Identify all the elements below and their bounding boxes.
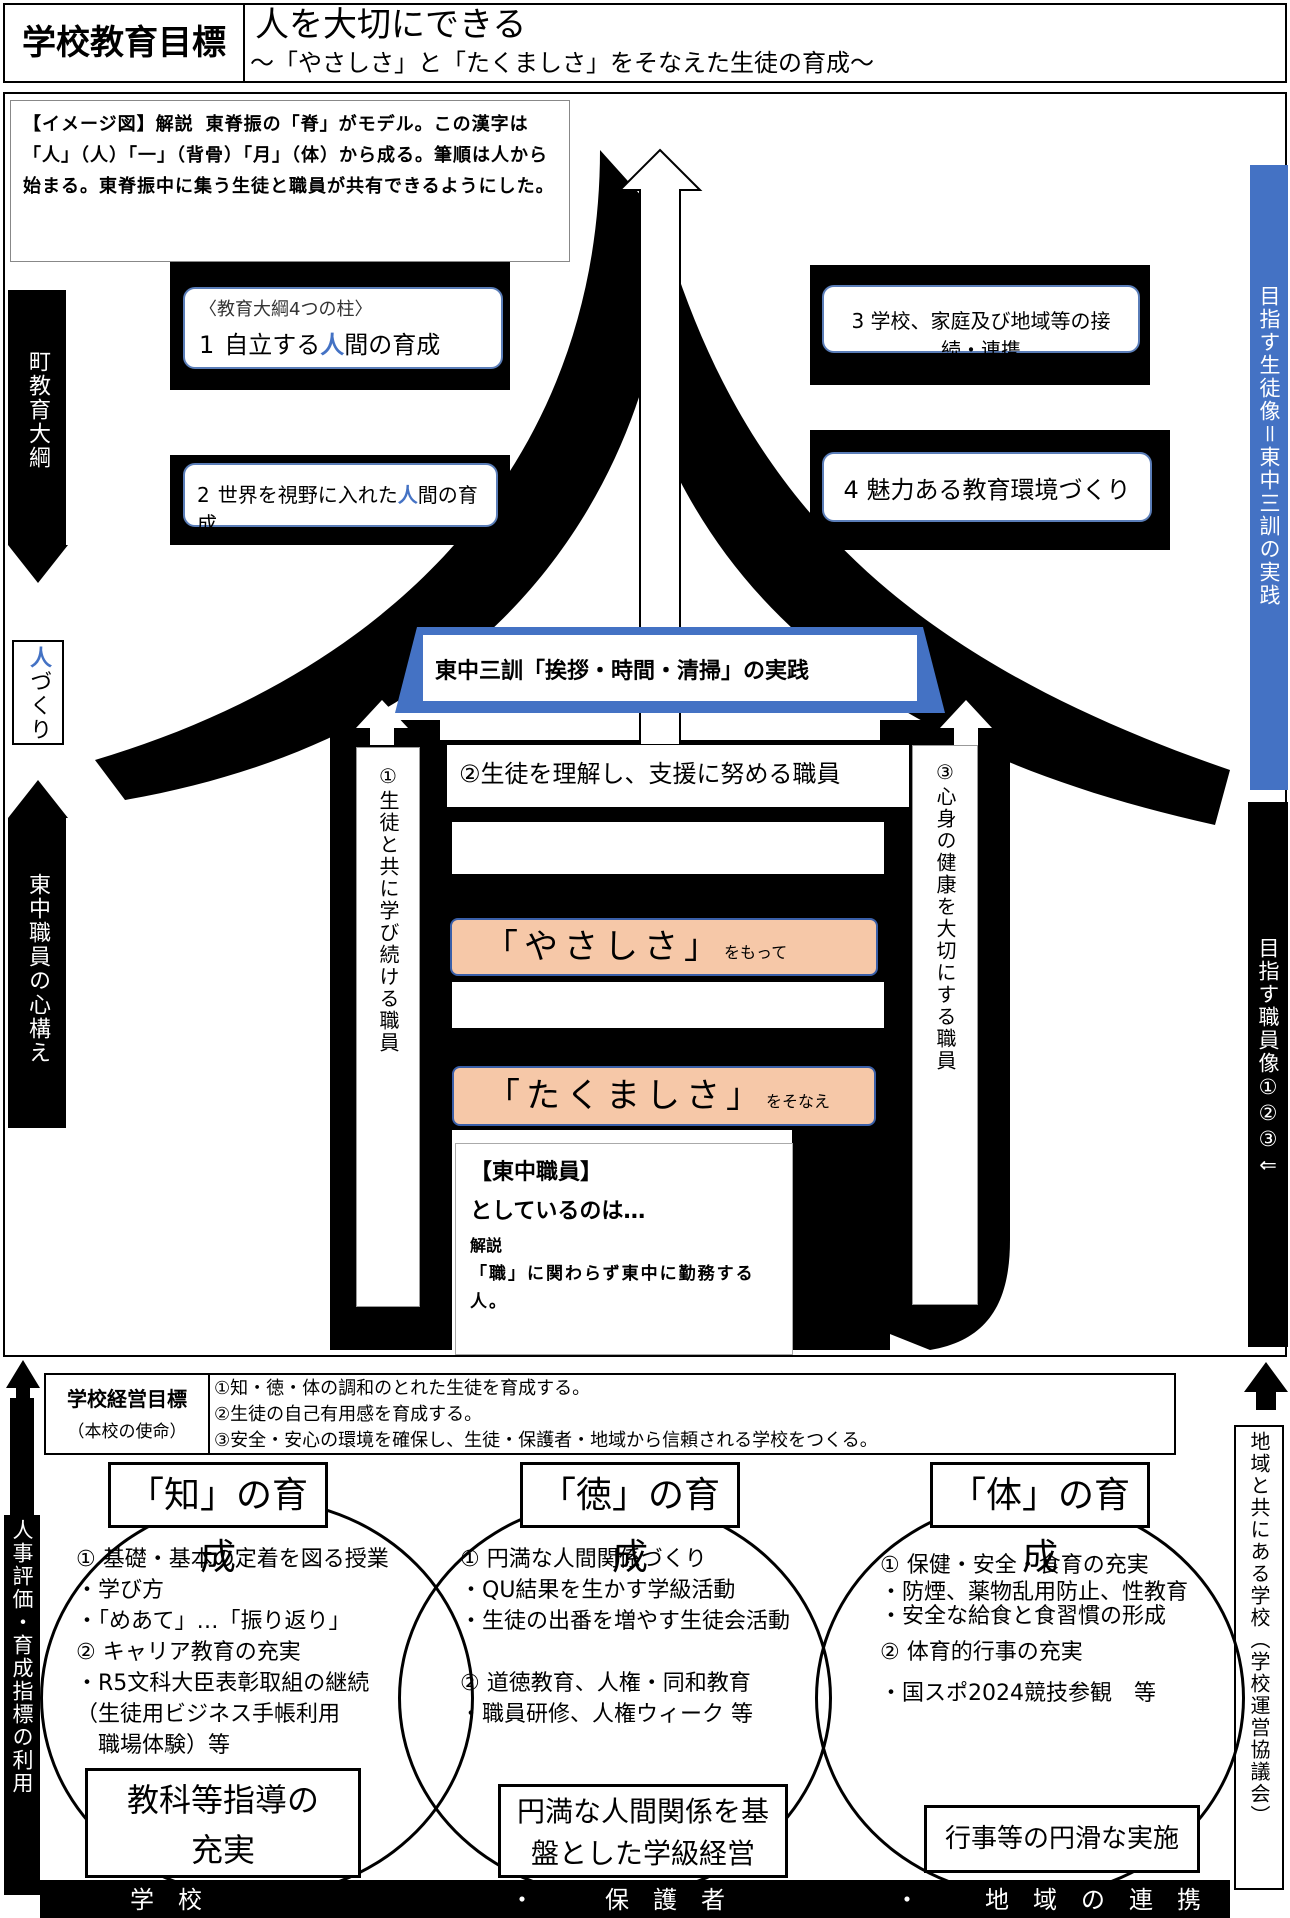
chi-title: 「知」の育成 <box>108 1462 328 1578</box>
pillar-2-after: 間の育成 <box>197 483 478 536</box>
toku-footer: 円満な人間関係を基盤とした学級経営 <box>498 1784 788 1878</box>
toku-item-1: ① 円満な人間関係づくり <box>460 1547 707 1572</box>
bottom-bar-parents: 保 護 者 <box>605 1886 725 1914</box>
bottom-bar-sep-1: ・ <box>510 1886 534 1914</box>
management-label-cell: 学校経営目標 （本校の使命） <box>46 1375 210 1453</box>
management-goal-2: ②生徒の自己有用感を育成する。 <box>214 1404 483 1425</box>
explanation-text: 東脊振の「脊」がモデル。この漢字は「人」（人）「一」（背骨）「月」（体）から成る… <box>23 114 555 197</box>
yasashisa-small: をもって <box>724 943 788 962</box>
pillars-heading: 〈教育大綱4つの柱〉 <box>199 299 373 320</box>
pillar-1-after: 間の育成 <box>344 331 441 359</box>
staff-mind-label: 東中職員の心構え <box>8 818 66 1128</box>
tai-items: ① 保健・安全・食育の充実 ・防煙、薬物乱用防止、性教育 ・安全な給食と食習慣の… <box>880 1550 1188 1709</box>
staff-3-box: ③心身の健康を大切にする職員 <box>912 745 978 1305</box>
chi-item-5: ・R5文科大臣表彰取組の継続 <box>76 1671 370 1696</box>
chi-item-3: ・「めあて」…「振り返り」 <box>76 1609 351 1634</box>
tai-item-4: ② 体育的行事の充実 <box>880 1640 1083 1665</box>
explanation-box: 【イメージ図】解説東脊振の「脊」がモデル。この漢字は「人」（人）「一」（背骨）「… <box>10 100 570 262</box>
management-goal-1: ①知・徳・体の調和のとれた生徒を育成する。 <box>214 1378 591 1399</box>
toku-item-5: ② 道徳教育、人権・同和教育 <box>460 1671 751 1696</box>
zukuri-text: づくり <box>26 670 51 742</box>
takumashisa-box: 「たくましさ」をそなえ <box>452 1066 876 1126</box>
header-subtitle: ～「やさしさ」と「たくましさ」をそなえた生徒の育成～ <box>250 49 874 77</box>
pillar-2-num: 2 <box>197 483 210 507</box>
town-outline-label: 町教育大綱 <box>8 290 66 545</box>
management-goal-3: ③安全・安心の環境を確保し、生徒・保護者・地域から信頼される学校をつくる。 <box>214 1430 878 1451</box>
staff-note-text: 「職」に関わらず東中に勤務する人。 <box>470 1264 755 1312</box>
pillar-3-box: 3 学校、家庭及び地域等の接続・連携 <box>822 285 1140 362</box>
town-down-arrow <box>8 545 68 583</box>
staff-2-box: ②生徒を理解し、支援に努める職員 <box>447 745 909 807</box>
pillar-1-box: 〈教育大綱4つの柱〉 1 自立する人間の育成 <box>183 287 503 369</box>
staff-note-sub: としているのは… <box>470 1199 646 1224</box>
pillar-2-highlight: 人 <box>397 483 418 507</box>
pillar-2-before: 世界を視野に入れた <box>217 483 398 507</box>
toku-item-2: ・QU結果を生かす学級活動 <box>460 1578 736 1603</box>
bottom-bar <box>40 1880 1230 1918</box>
toku-title: 「徳」の育成 <box>520 1462 740 1578</box>
tai-item-1: ① 保健・安全・食育の充実 <box>880 1553 1149 1578</box>
bottom-bar-community: 地 域 の 連 携 <box>985 1886 1201 1914</box>
community-label: 地域と共にある学校（学校運営協議会） <box>1234 1425 1284 1890</box>
bottom-bar-school: 学 校 <box>130 1886 202 1914</box>
explanation-bracket: 【イメージ図】 <box>23 114 156 135</box>
toku-items: ① 円満な人間関係づくり ・QU結果を生かす学級活動 ・生徒の出番を増やす生徒会… <box>460 1544 790 1730</box>
toku-item-4 <box>460 1637 790 1668</box>
staff-note-label: 解説 <box>470 1236 503 1255</box>
staff-note-title: 【東中職員】 <box>470 1160 603 1185</box>
student-image-label: 目指す生徒像＝東中三訓の実践 <box>1250 165 1288 790</box>
management-label: 学校経営目標 <box>67 1387 187 1411</box>
tai-footer: 行事等の円滑な実施 <box>924 1805 1200 1873</box>
takumashisa-label: 「たくましさ」 <box>486 1076 766 1116</box>
pillar-2-box: 2 世界を視野に入れた人間の育成 <box>183 463 498 536</box>
yasashisa-box: 「やさしさ」をもって <box>450 918 878 976</box>
chi-items: ① 基礎・基本の定着を図る授業 ・学び方 ・「めあて」…「振り返り」 ② キャリ… <box>76 1544 389 1761</box>
header-label: 学校教育目標 <box>5 5 245 81</box>
chi-item-6: （生徒用ビジネス手帳利用 <box>76 1702 341 1727</box>
staff-mind-up-arrow <box>8 780 68 818</box>
personnel-up-arrow <box>6 1360 40 1400</box>
header-bar <box>3 3 1287 83</box>
toku-item-6: ・職員研修、人権ウィーク 等 <box>460 1702 753 1727</box>
staff-1-box: ①生徒と共に学び続ける職員 <box>356 747 420 1307</box>
toku-item-3: ・生徒の出番を増やす生徒会活動 <box>460 1609 791 1634</box>
tai-item-2: ・防煙、薬物乱用防止、性教育 <box>880 1580 1189 1605</box>
personnel-bar <box>10 1398 34 1518</box>
personnel-label: 人事評価・育成指標の利用 <box>4 1515 40 1895</box>
right-pillar-arrow <box>940 700 992 745</box>
pillar-1-label: 1 自立する人間の育成 <box>199 325 487 360</box>
pillar-1-highlight: 人 <box>320 331 345 359</box>
pillar-1-num: 1 <box>199 331 215 359</box>
pillar-4-box: 4 魅力ある教育環境づくり <box>822 452 1152 522</box>
sankun-banner <box>395 627 945 713</box>
yasashisa-label: 「やさしさ」 <box>484 927 724 967</box>
hito-char: 人 <box>26 646 51 670</box>
hito-left-stroke <box>95 150 672 800</box>
chi-footer: 教科等指導の充実 <box>85 1768 361 1878</box>
chi-item-4: ② キャリア教育の充実 <box>76 1640 301 1665</box>
pillar-1-before: 自立する <box>224 331 321 359</box>
left-pillar-arrow <box>356 700 408 745</box>
staff-image-label: 目指す職員像①②③⇐ <box>1248 802 1288 1347</box>
sankun-text: 東中三訓「挨拶・時間・清掃」の実践 <box>435 659 810 684</box>
takumashisa-small: をそなえ <box>766 1092 831 1111</box>
tai-item-5: ・国スポ2024競技参観 等 <box>880 1681 1156 1706</box>
explanation-label: 解説 <box>155 114 194 135</box>
hito-zukuri-label: 人づくり <box>12 640 64 745</box>
management-sublabel: （本校の使命） <box>67 1422 187 1442</box>
header-title: 人を大切にできる <box>255 5 527 45</box>
tai-title: 「体」の育成 <box>930 1462 1150 1578</box>
community-up-arrow <box>1244 1362 1288 1410</box>
chi-item-1: ① 基礎・基本の定着を図る授業 <box>76 1547 389 1572</box>
chi-item-7: 職場体験）等 <box>76 1733 231 1758</box>
bottom-bar-sep-2: ・ <box>895 1886 919 1914</box>
chi-item-2: ・学び方 <box>76 1578 165 1603</box>
tai-item-3: ・安全な給食と食習慣の形成 <box>880 1604 1167 1629</box>
staff-note: 【東中職員】 としているのは… 解説 「職」に関わらず東中に勤務する人。 <box>455 1143 793 1355</box>
management-goals: ①知・徳・体の調和のとれた生徒を育成する。 ②生徒の自己有用感を育成する。 ③安… <box>214 1376 878 1454</box>
management-box <box>44 1373 1176 1455</box>
